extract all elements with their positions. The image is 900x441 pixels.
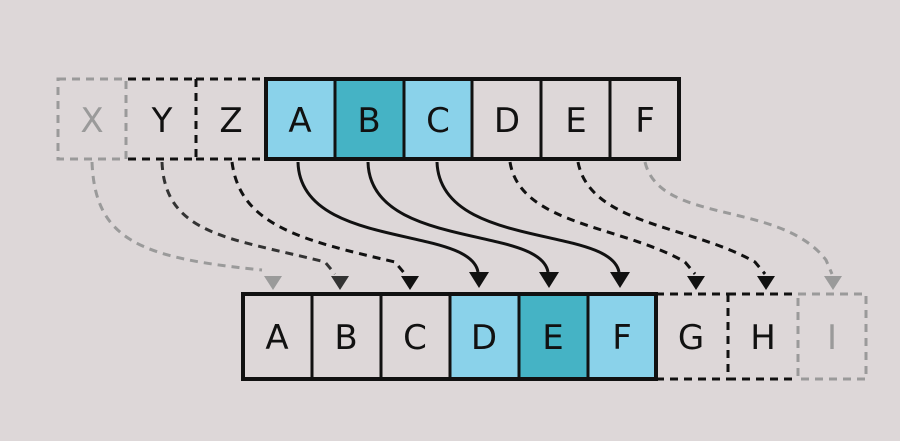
arrow-d-to-g <box>508 161 697 275</box>
top-row: X Y Z A B C D <box>56 77 681 161</box>
top-cell-x: X <box>56 77 128 161</box>
top-cell-label: C <box>426 101 450 141</box>
arrow-f-to-i <box>643 161 834 275</box>
arrowhead-icon <box>264 276 282 290</box>
bottom-cell-label: C <box>403 318 427 358</box>
bottom-cell-label: A <box>265 318 288 358</box>
arrowhead-icon <box>687 276 705 290</box>
bottom-cell-label: H <box>750 318 776 358</box>
arrows <box>90 161 842 290</box>
arrowhead-icon <box>757 276 775 290</box>
arrow-x-to-a <box>90 161 263 272</box>
top-cell-label: X <box>80 101 103 141</box>
top-cell-label: E <box>565 101 586 141</box>
bottom-cell-label: G <box>678 318 704 358</box>
bottom-cell-i: I <box>796 292 868 381</box>
top-cell-z: Z <box>194 77 266 161</box>
top-cell-label: Y <box>151 101 173 141</box>
bottom-cell-label: F <box>612 318 632 358</box>
arrowhead-icon <box>401 276 419 290</box>
arrow-b-to-e <box>366 161 550 273</box>
top-cell-label: A <box>288 101 311 141</box>
arrowhead-icon <box>539 272 559 288</box>
arrowhead-icon <box>824 276 842 290</box>
bottom-cell-label: B <box>334 318 357 358</box>
bottom-solid-block: A B C D E F <box>241 292 658 381</box>
top-cell-y: Y <box>128 77 196 161</box>
top-cell-label: Z <box>219 101 242 141</box>
arrow-z-to-c <box>230 161 407 275</box>
arrowhead-icon <box>331 276 349 290</box>
bottom-cell-g: G <box>656 292 728 381</box>
arrow-c-to-f <box>435 161 621 273</box>
top-cell-label: B <box>357 101 380 141</box>
bottom-cell-label: E <box>542 318 563 358</box>
arrowhead-icon <box>469 272 489 288</box>
arrow-a-to-d <box>296 161 480 273</box>
bottom-row: A B C D E F G H I <box>241 292 868 381</box>
bottom-cell-h: H <box>726 292 797 381</box>
top-solid-block: A B C D E F <box>264 77 681 161</box>
bottom-cell-label: D <box>471 318 497 358</box>
arrowhead-icon <box>610 272 630 288</box>
arrow-e-to-h <box>576 161 767 275</box>
arrow-y-to-b <box>160 161 337 275</box>
top-cell-label: F <box>635 101 655 141</box>
top-cell-label: D <box>494 101 520 141</box>
bottom-cell-label: I <box>827 318 837 358</box>
